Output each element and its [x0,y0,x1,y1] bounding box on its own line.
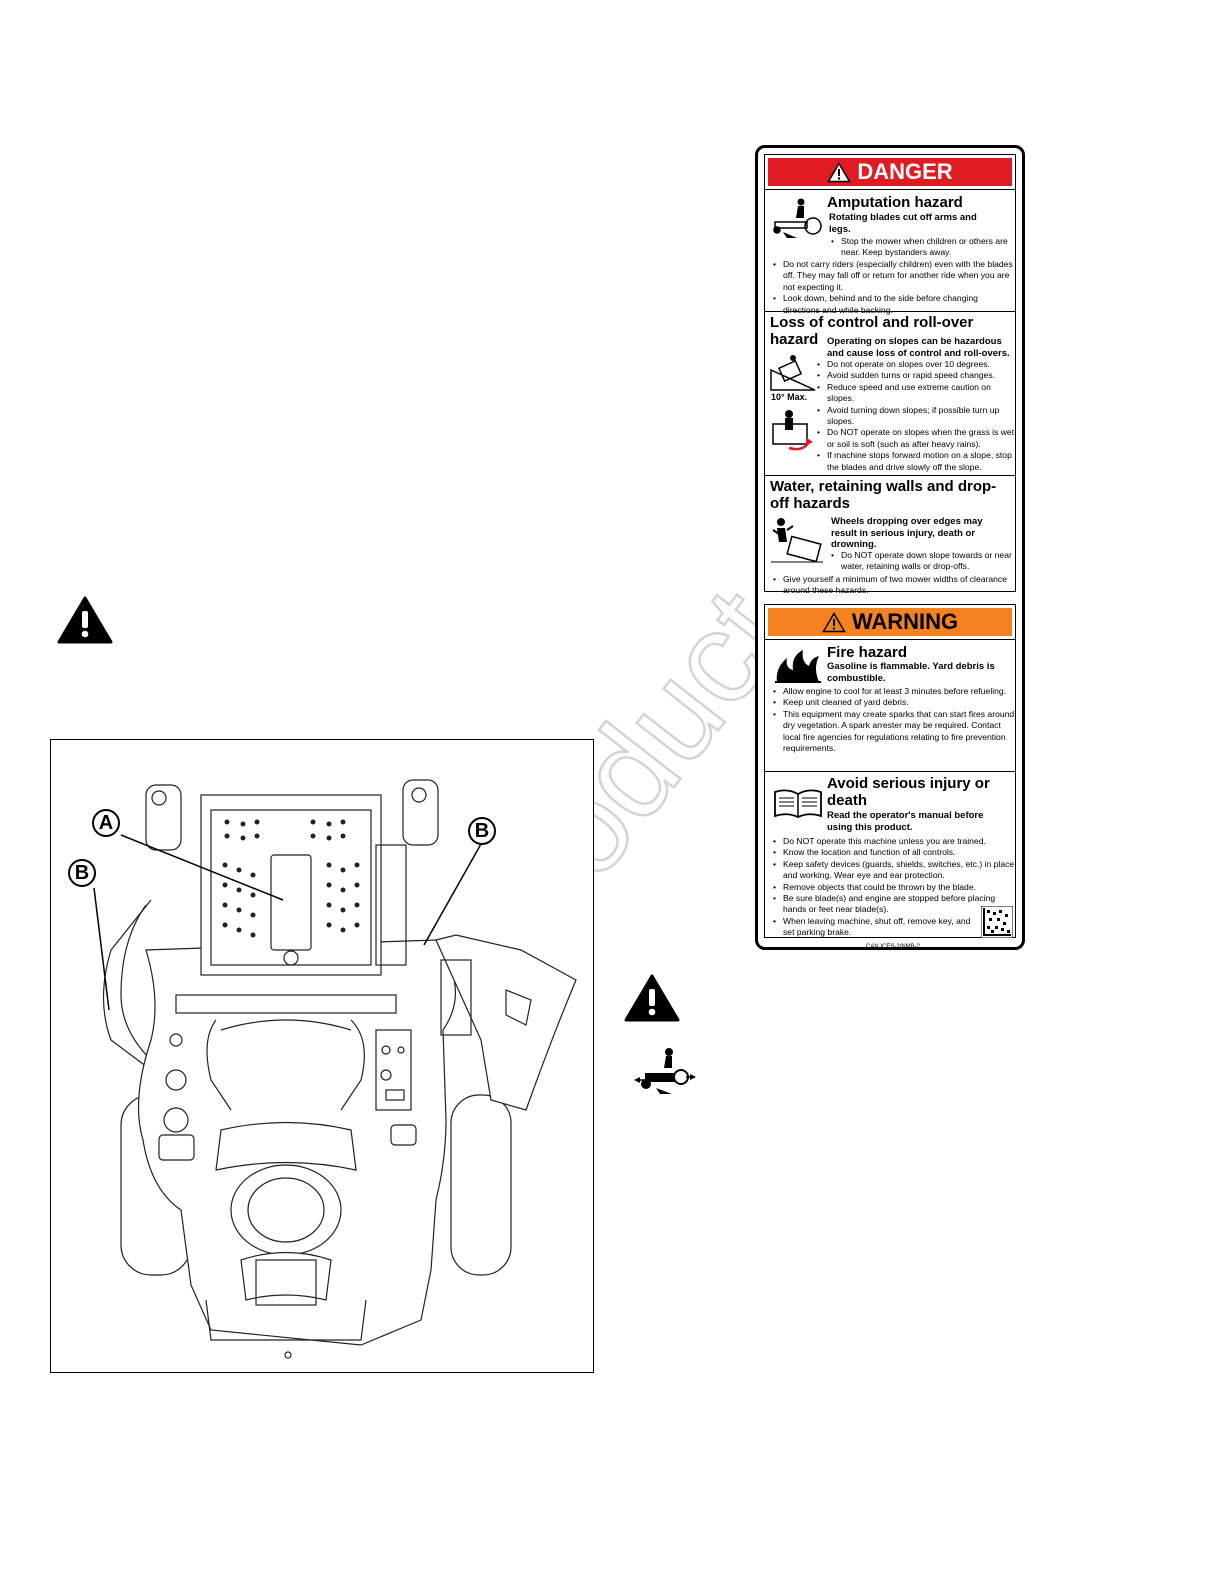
injury-bullet: Remove objects that could be thrown by t… [771,882,1017,894]
rollover-bullet-list: Do not operate on slopes over 10 degrees… [815,359,1017,473]
amputation-bullet: Do not carry riders (especially children… [771,259,1017,293]
warning-panel: WARNING Fire hazard Gasoline is flammabl… [764,604,1016,938]
danger-header-text: DANGER [857,159,953,184]
data-matrix-code [981,906,1013,938]
amputation-icon [773,198,822,238]
rollover-bullet: Avoid sudden turns or rapid speed change… [815,370,1017,382]
slope-rider-icon [770,355,816,391]
injury-bullet: When leaving machine, shut off, remove k… [771,916,983,939]
callout-b-left: B [68,859,96,887]
rollover-section: Loss of control and roll-over hazard Ope… [765,311,1015,476]
injury-subtitle: Read the operator's manual before using … [827,810,984,833]
callout-a: A [92,809,120,837]
warning-triangle-icon [822,611,846,632]
mower-drawing [93,779,577,1359]
amputation-bullet: Stop the mower when children or others a… [829,236,1015,259]
water-title: Water, retaining walls and drop-off haza… [770,478,997,512]
warning-triangle-icon [624,974,680,1022]
manual-book-icon [774,789,822,818]
drop-off-icon [771,518,823,563]
certification-caption: CAN ICES-2/NMB-2 [865,944,920,950]
water-bullet-list-1: Do NOT operate down slope towards or nea… [829,550,1015,573]
callout-b-right: B [468,817,496,845]
water-bullet: Give yourself a minimum of two mower wid… [771,574,1017,597]
injury-bullet: Keep safety devices (guards, shields, sw… [771,859,1017,882]
fire-bullet: This equipment may create sparks that ca… [771,709,1017,755]
safety-decal: DANGER Amputation hazard Rotating blades… [755,145,1025,950]
fire-bullet: Allow engine to cool for at least 3 minu… [771,686,1017,698]
fire-subtitle: Gasoline is flammable. Yard debris is co… [827,661,995,684]
warning-triangle-icon [57,596,113,644]
rider-bystander-icon [634,1048,696,1094]
fire-icon [775,650,821,683]
injury-bullet-list: Do NOT operate this machine unless you a… [771,836,1017,939]
amputation-title: Amputation hazard [827,194,963,211]
injury-title: Avoid serious injury or death [827,775,990,809]
rollover-bullet: Reduce speed and use extreme caution on … [815,382,1017,405]
water-bullet-list-2: Give yourself a minimum of two mower wid… [771,574,1017,597]
water-bullet: Do NOT operate down slope towards or nea… [829,550,1015,573]
fire-bullet-list: Allow engine to cool for at least 3 minu… [771,686,1017,754]
slope-max-label: 10° Max. [771,392,808,402]
amputation-section: Amputation hazard Rotating blades cut of… [765,189,1015,315]
rollover-bullet: Do not operate on slopes over 10 degrees… [815,359,1017,371]
fire-title: Fire hazard [827,644,908,661]
mower-top-view-figure: A B B [50,739,594,1373]
rollover-subtitle: Operating on slopes can be hazardous and… [827,336,1010,359]
water-subtitle: Wheels dropping over edges may result in… [831,516,983,550]
rollover-bullet: If machine stops forward motion on a slo… [815,450,1017,473]
amputation-subtitle: Rotating blades cut off arms and legs. [829,212,977,235]
injury-section: Avoid serious injury or death Read the o… [765,771,1015,938]
injury-bullet: Know the location and function of all co… [771,847,1017,859]
rollover-bullet: Do NOT operate on slopes when the grass … [815,427,1017,450]
injury-bullet: Do NOT operate this machine unless you a… [771,836,1017,848]
warning-header-text: WARNING [851,609,959,634]
warning-triangle-icon [827,161,852,182]
water-section: Water, retaining walls and drop-off haza… [765,475,1017,597]
danger-panel: DANGER Amputation hazard Rotating blades… [764,154,1017,597]
fire-section: Fire hazard Gasoline is flammable. Yard … [765,639,1015,772]
rollover-bullet: Avoid turning down slopes; if possible t… [815,405,1017,428]
danger-header: DANGER [768,158,1012,186]
rollover-icon [772,410,813,451]
fire-bullet: Keep unit cleaned of yard debris. [771,697,1017,709]
warning-header: WARNING [768,608,1012,636]
injury-bullet: Be sure blade(s) and engine are stopped … [771,893,1017,916]
rollover-title: Loss of control and roll-over hazard [770,314,974,348]
amputation-bullet-list-2: Do not carry riders (especially children… [771,259,1017,316]
amputation-bullet: Look down, behind and to the side before… [771,293,1017,316]
amputation-bullet-list-1: Stop the mower when children or others a… [829,236,1015,259]
